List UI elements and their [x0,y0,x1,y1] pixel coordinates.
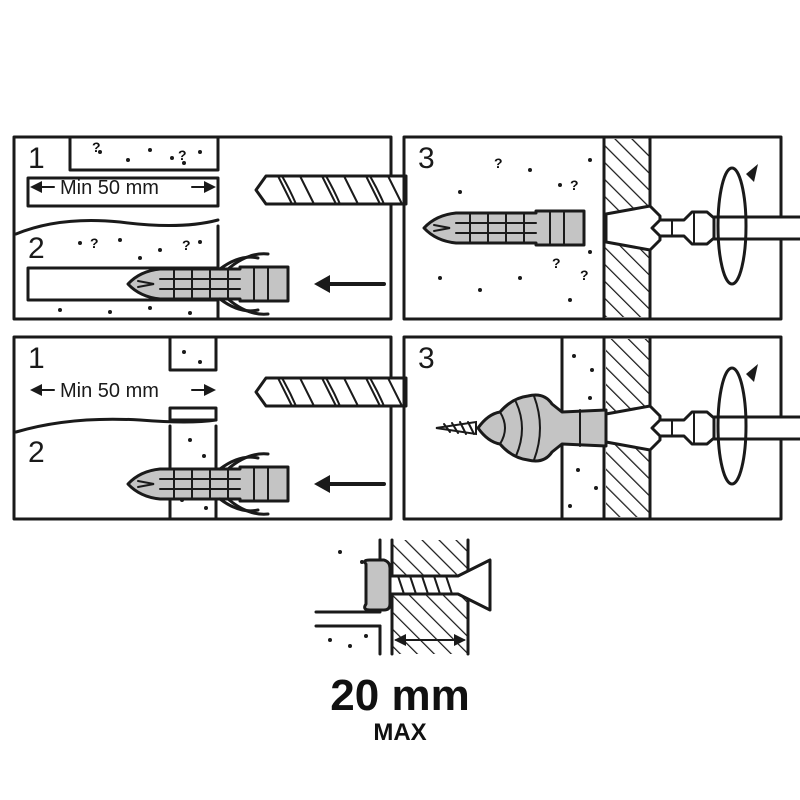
wall-plug-icon [422,209,586,247]
insert-arrow-icon [312,273,386,295]
svg-text:?: ? [570,177,579,193]
max-thickness-value: 20 mm [330,671,469,720]
wall-plug-icon [126,452,290,516]
panel-solid-wall-steps-1-2: ? ? ? ? 1 2 Min 50 mm [12,135,408,321]
svg-text:?: ? [494,155,503,171]
drill-bit-icon [254,376,408,408]
min-distance-label: Min 50 mm [60,177,159,199]
screwdriver-icon [650,410,800,446]
dimension-arrow-icon [394,634,466,646]
panel-hollow-wall-steps-1-2: 1 2 Min 50 mm [12,335,408,521]
panel-hollow-wall-step-3: 3 [402,335,800,521]
screw-icon [435,420,477,436]
svg-text:?: ? [580,267,589,283]
screw-head [604,204,662,252]
screw-head [604,404,662,452]
svg-text:?: ? [182,237,191,253]
step-number-1: 1 [28,342,45,375]
wall-plug-icon [126,252,290,316]
insert-arrow-icon [312,473,386,495]
step-number-1: 1 [28,142,45,175]
step-number-3: 3 [418,142,435,175]
max-thickness-detail [314,538,492,656]
svg-text:?: ? [552,255,561,271]
step-number-3: 3 [418,342,435,375]
step-number-2: 2 [28,232,45,265]
svg-text:?: ? [178,147,187,163]
svg-text:?: ? [92,139,101,155]
drill-bit-icon [254,174,408,206]
panel-solid-wall-step-3: ? ? ? ? 3 [402,135,800,321]
min-distance-label: Min 50 mm [60,380,159,402]
svg-text:?: ? [90,235,99,251]
dimension-arrow-icon [30,384,216,396]
step-number-2: 2 [28,436,45,469]
screwdriver-icon [650,210,800,246]
dimension-arrow-icon [30,181,216,193]
max-thickness-qualifier: MAX [373,719,426,746]
